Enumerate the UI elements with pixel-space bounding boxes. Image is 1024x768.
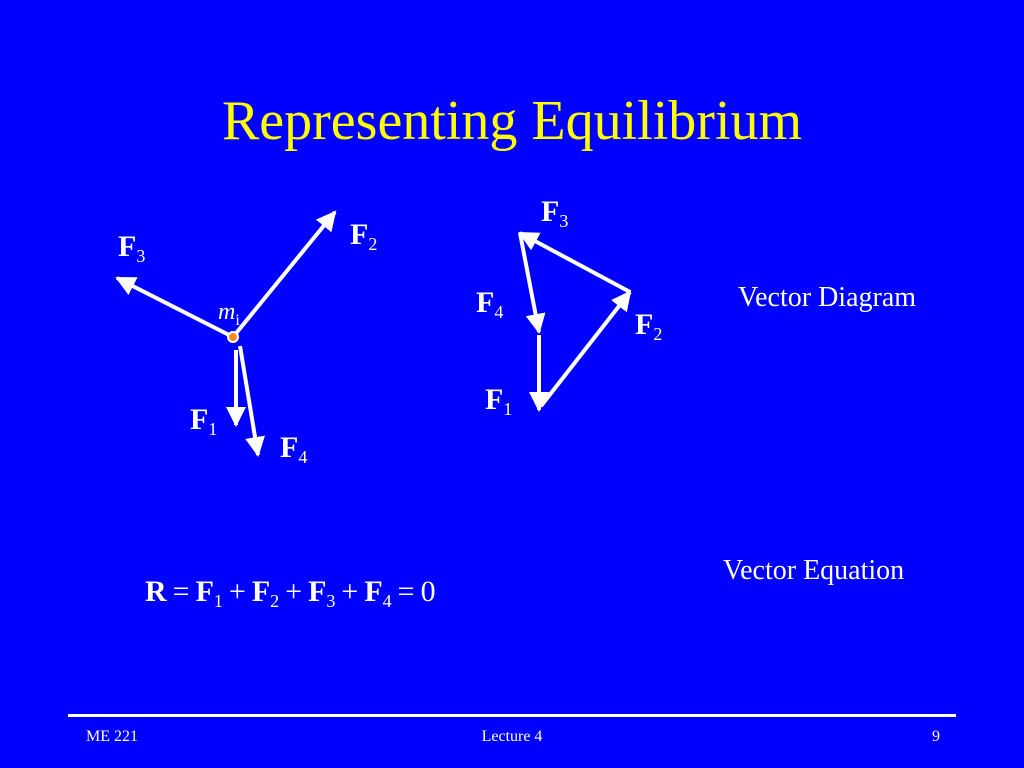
eq-term-f2: F — [251, 575, 271, 608]
eq-term-f4: F — [364, 575, 383, 608]
slide-title: Representing Equilibrium — [221, 90, 803, 152]
footer-divider — [68, 714, 956, 717]
eq-equals: = — [397, 575, 415, 608]
eq-plus: + — [228, 575, 246, 608]
arrow-f4-right — [518, 232, 546, 334]
arrow-f2-left — [231, 210, 337, 339]
vector-equation-caption: Vector Equation — [723, 555, 905, 586]
label-f4-right: F4 — [476, 286, 504, 322]
arrow-f4-left — [238, 345, 265, 457]
arrow-f2-right — [539, 290, 632, 408]
eq-plus: + — [341, 575, 359, 608]
eq-lhs: R — [145, 575, 167, 608]
arrow-f3-left — [115, 276, 234, 339]
eq-term-f3: F — [308, 575, 327, 608]
eq-equals: = — [172, 575, 190, 608]
footer-lecture: Lecture 4 — [481, 728, 543, 745]
vector-diagram-caption: Vector Diagram — [738, 282, 917, 313]
label-f3-right: F3 — [541, 195, 569, 231]
label-f1-left: F1 — [190, 403, 218, 439]
label-f4-left: F4 — [280, 431, 308, 467]
vector-polygon — [518, 231, 632, 412]
vector-equation: R=F1+F2+F3+F4=0 — [145, 575, 436, 611]
eq-rhs: 0 — [420, 575, 436, 608]
label-mass: mi — [218, 299, 240, 329]
free-body-diagram — [115, 210, 337, 457]
label-f1-right: F1 — [485, 383, 513, 419]
label-f3-left: F3 — [118, 230, 146, 266]
eq-plus: + — [285, 575, 303, 608]
footer-page-number: 9 — [932, 728, 940, 745]
eq-term-f1: F — [195, 575, 214, 608]
footer-course: ME 221 — [86, 728, 138, 745]
arrow-f3-right — [518, 231, 631, 294]
label-f2-left: F2 — [350, 218, 378, 254]
mass-point — [227, 331, 239, 343]
label-f2-right: F2 — [635, 308, 663, 344]
